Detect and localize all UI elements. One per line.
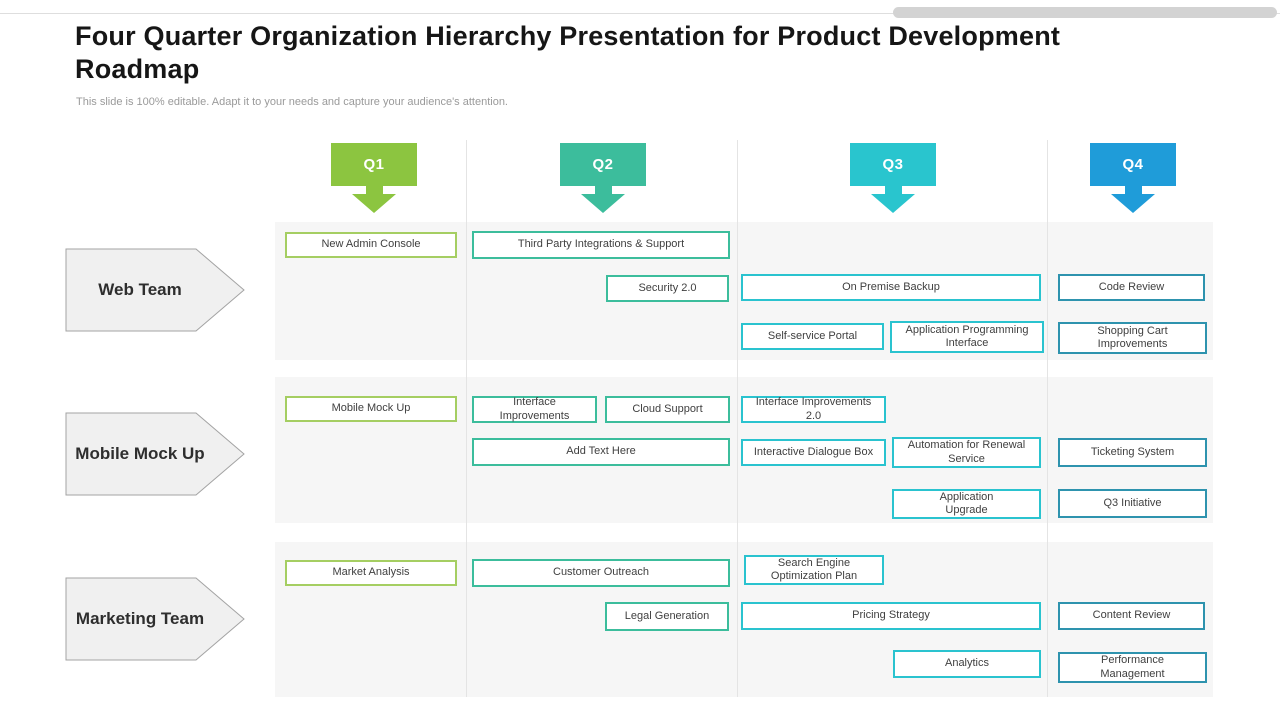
task-box: Application Programming Interface [890, 321, 1044, 353]
task-box: Code Review [1058, 274, 1205, 301]
chevron-right-shape [65, 412, 245, 496]
quarter-label: Q4 [1090, 143, 1176, 186]
task-box: Pricing Strategy [741, 602, 1041, 630]
team-name: Mobile Mock Up [75, 444, 205, 463]
arrow-down-icon [352, 194, 396, 213]
quarter-label: Q2 [560, 143, 646, 186]
task-box: Analytics [893, 650, 1041, 678]
team-name: Web Team [98, 280, 182, 299]
task-box: Add Text Here [472, 438, 730, 466]
arrow-down-icon [1111, 194, 1155, 213]
top-divider-line [0, 13, 1280, 14]
team-row-label-mobile-mock-up: Mobile Mock Up [65, 412, 245, 496]
task-box: On Premise Backup [741, 274, 1041, 301]
task-box: Automation for Renewal Service [892, 437, 1041, 468]
chevron-right-shape [65, 248, 245, 332]
chevron-right-shape [65, 577, 245, 661]
top-decor-bar [893, 7, 1277, 18]
quarter-header-q3: Q3 [850, 143, 936, 213]
task-box: Interactive Dialogue Box [741, 439, 886, 466]
team-row-label-marketing-team: Marketing Team [65, 577, 245, 661]
task-box: Search Engine Optimization Plan [744, 555, 884, 585]
team-row-label-web-team: Web Team [65, 248, 245, 332]
task-box: New Admin Console [285, 232, 457, 258]
task-box: Security 2.0 [606, 275, 729, 302]
task-box: Content Review [1058, 602, 1205, 630]
arrow-down-icon [581, 194, 625, 213]
quarter-header-q2: Q2 [560, 143, 646, 213]
arrow-down-icon [365, 186, 383, 195]
quarter-label: Q3 [850, 143, 936, 186]
task-box: Application Upgrade [892, 489, 1041, 519]
task-box: Mobile Mock Up [285, 396, 457, 422]
task-box: Market Analysis [285, 560, 457, 586]
task-box: Self-service Portal [741, 323, 884, 350]
arrow-down-icon [871, 194, 915, 213]
task-box: Interface Improvements [472, 396, 597, 423]
page-subtitle: This slide is 100% editable. Adapt it to… [76, 96, 508, 108]
task-box: Performance Management [1058, 652, 1207, 683]
task-box: Q3 Initiative [1058, 489, 1207, 518]
column-divider [1047, 140, 1048, 697]
task-box: Ticketing System [1058, 438, 1207, 467]
task-box: Interface Improvements 2.0 [741, 396, 886, 423]
task-box: Legal Generation [605, 602, 729, 631]
quarter-header-q4: Q4 [1090, 143, 1176, 213]
column-divider [466, 140, 467, 697]
quarter-header-q1: Q1 [331, 143, 417, 213]
arrow-down-icon [884, 186, 902, 195]
task-box: Third Party Integrations & Support [472, 231, 730, 259]
task-box: Cloud Support [605, 396, 730, 423]
column-divider [737, 140, 738, 697]
arrow-down-icon [1124, 186, 1142, 195]
task-box: Customer Outreach [472, 559, 730, 587]
task-box: Shopping Cart Improvements [1058, 322, 1207, 354]
team-name: Marketing Team [75, 609, 205, 628]
page-title: Four Quarter Organization Hierarchy Pres… [75, 21, 1061, 84]
quarter-label: Q1 [331, 143, 417, 186]
arrow-down-icon [594, 186, 612, 195]
